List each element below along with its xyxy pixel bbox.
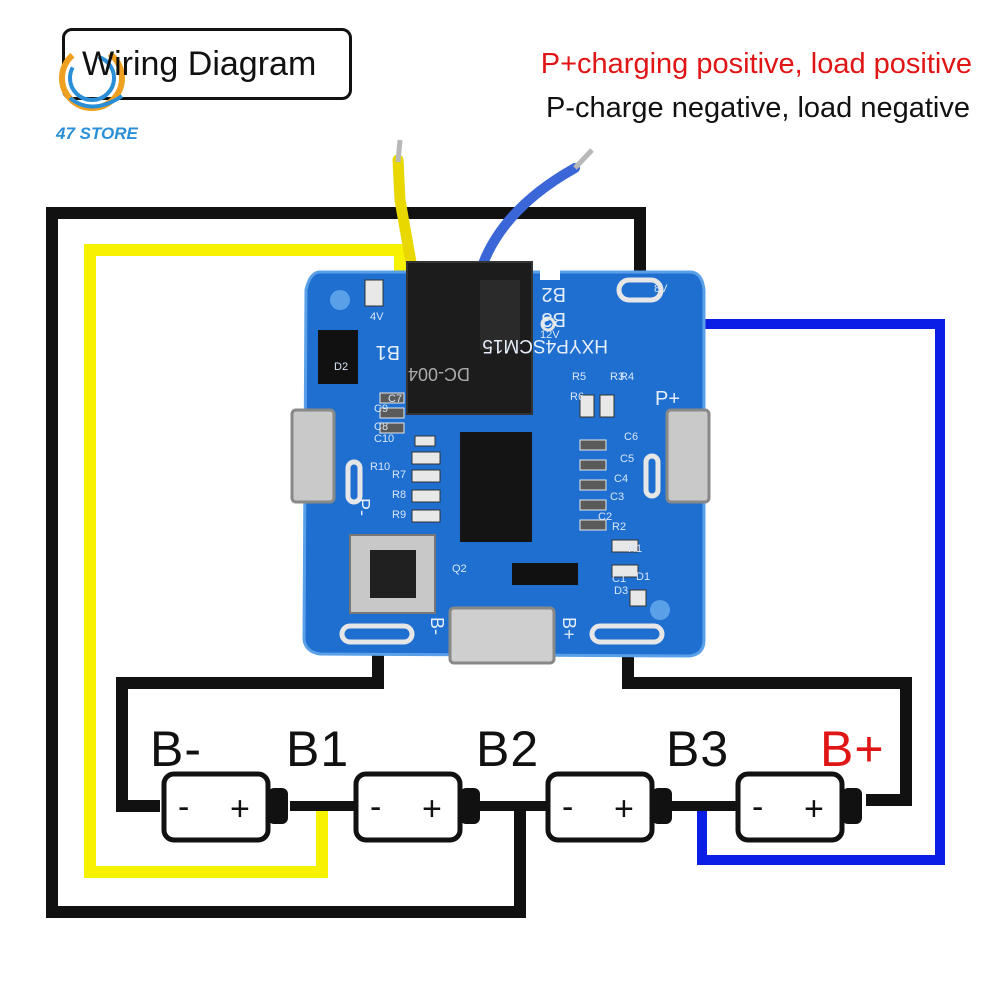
cell-1-plus: + (230, 790, 250, 828)
cell-4-plus: + (804, 790, 824, 828)
cell-1 (161, 771, 288, 843)
legend-p-plus: P+charging positive, load positive (540, 48, 972, 80)
part-label: C5 (620, 453, 634, 465)
part-label: D3 (614, 585, 628, 597)
part-label: C3 (610, 491, 624, 503)
cell-3-plus: + (614, 790, 634, 828)
lead-yellow-tip (395, 139, 403, 163)
wire-b-minus (116, 634, 384, 812)
part-label: C2 (598, 511, 612, 523)
part-label: 8V (654, 283, 668, 295)
label-b1: B1 (286, 721, 350, 777)
cell-4 (735, 771, 862, 843)
part-label: R2 (612, 521, 626, 533)
part-label: C7 (388, 393, 402, 405)
lead-blue (475, 163, 580, 277)
part-label: R4 (620, 371, 634, 383)
part-label: Q2 (452, 563, 467, 575)
cell-4-minus: - (752, 788, 763, 826)
label-b3: B3 (666, 721, 730, 777)
label-b2: B2 (476, 721, 540, 777)
label-b-plus: B+ (820, 721, 885, 777)
pad-label-b3: B3 (542, 308, 566, 330)
bms-board: HXYP4SCM15 DC-004 B2 B3 B1 P+ P- B- B+ R… (290, 261, 711, 665)
cell-1-minus: - (178, 788, 189, 826)
part-label: C4 (614, 473, 628, 485)
part-label: R1 (628, 543, 642, 555)
part-label: R7 (392, 469, 406, 481)
part-label: R10 (370, 461, 390, 473)
part-label: C8 (374, 421, 388, 433)
part-label: R5 (572, 371, 586, 383)
legend-p-minus: P-charge negative, load negative (545, 92, 970, 124)
pad-label-b-plus: B+ (559, 617, 579, 640)
pad-label-b1: B1 (376, 341, 400, 363)
part-label: R8 (392, 489, 406, 501)
page-title: Wiring Diagram (82, 45, 317, 83)
cell-3-minus: - (562, 788, 573, 826)
cell-2 (353, 771, 480, 843)
store-logo-icon (59, 45, 125, 111)
lead-yellow (392, 154, 418, 274)
part-label: C10 (374, 433, 394, 445)
part-label: C6 (624, 431, 638, 443)
part-label: C9 (374, 403, 388, 415)
battery-cells: - + - + - + - + (161, 771, 862, 843)
label-b-minus: B- (150, 721, 202, 777)
wire-b3-blue (548, 319, 945, 865)
board-model: HXYP4SCM15 (482, 335, 608, 356)
cell-2-plus: + (422, 790, 442, 828)
part-label: 4V (370, 311, 384, 323)
pad-label-p-minus: P- (353, 498, 373, 516)
part-label: 12V (540, 329, 560, 341)
pad-label-p-plus: P+ (655, 388, 680, 410)
part-label: D1 (636, 571, 650, 583)
part-label: R6 (570, 391, 584, 403)
pad-label-b-minus: B- (427, 617, 447, 635)
pad-label-b2: B2 (542, 283, 566, 305)
cell-2-minus: - (370, 788, 381, 826)
wire-b2-black (46, 207, 646, 918)
cell-3 (545, 771, 672, 843)
wire-b-plus (622, 634, 912, 806)
part-label: R9 (392, 509, 406, 521)
store-name: 47 STORE (56, 124, 138, 143)
lead-blue-tip (573, 148, 594, 170)
part-label: D2 (334, 361, 348, 373)
wire-b1-yellow (84, 244, 406, 878)
board-connector: DC-004 (408, 364, 470, 384)
part-label: R3 (610, 371, 624, 383)
part-label: C1 (612, 573, 626, 585)
